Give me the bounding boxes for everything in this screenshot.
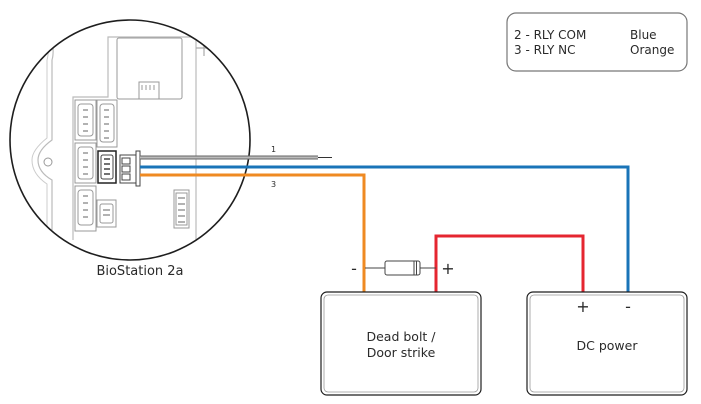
diode-plus-label: + <box>441 259 454 278</box>
connector-blocks <box>74 99 190 232</box>
lock-label-line2: Door strike <box>367 345 436 360</box>
wire-1-label: 1 <box>271 145 276 154</box>
screw-hole <box>43 157 53 167</box>
power-minus-label: - <box>625 297 631 316</box>
wire-red <box>434 234 585 293</box>
lock-box: Dead bolt / Door strike <box>320 291 482 396</box>
wire-2-blue <box>140 165 630 293</box>
wire-3-orange <box>140 173 366 293</box>
power-box: + - DC power <box>526 291 688 396</box>
wire-1-gray <box>140 155 332 160</box>
device-label: BioStation 2a <box>96 264 183 279</box>
wire-3-label: 3 <box>271 180 276 189</box>
diode <box>365 260 436 276</box>
legend-pin-1: 2 - RLY COM <box>514 28 586 42</box>
legend-color-1: Blue <box>630 28 657 42</box>
detail-circle <box>9 19 251 261</box>
legend-pin-2: 3 - RLY NC <box>514 43 576 57</box>
board-outline <box>72 36 197 240</box>
lock-label-line1: Dead bolt / <box>366 329 436 344</box>
relay-plug <box>119 150 141 187</box>
legend-color-2: Orange <box>630 43 674 57</box>
power-label: DC power <box>577 338 639 353</box>
plus-mark <box>196 42 212 56</box>
legend: 2 - RLY COM Blue 3 - RLY NC Orange <box>506 12 688 72</box>
power-plus-label: + <box>576 297 589 316</box>
diode-minus-label: - <box>351 259 357 278</box>
device-detail <box>31 29 212 240</box>
